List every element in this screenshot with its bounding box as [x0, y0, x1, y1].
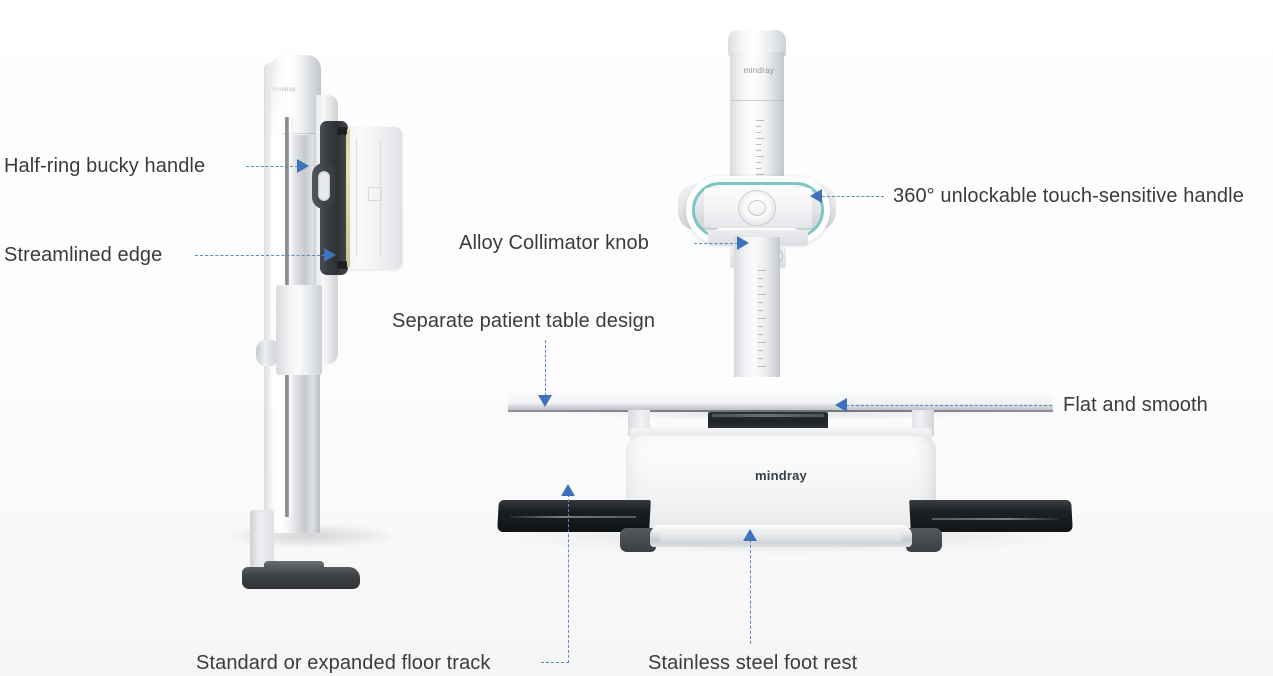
column-scale-tick [756, 168, 761, 169]
wall-stand-illustration: mindray [230, 55, 402, 589]
callout-arrow-standard-or-expanded-floor-track [561, 484, 575, 496]
detector-clip [337, 127, 347, 135]
detector-panel-mark [380, 139, 381, 257]
column-scale-tick [758, 334, 763, 335]
callout-label-half-ring-bucky-handle: Half-ring bucky handle [4, 155, 206, 177]
bucky-handle-opening [318, 171, 330, 201]
callout-label-alloy-collimator-knob: Alloy Collimator knob [459, 232, 649, 254]
bucky-tray-highlight [712, 414, 824, 417]
column-scale-tick [756, 120, 764, 121]
wall-stand-base-riser [264, 561, 324, 570]
column-scale-tick [758, 310, 763, 311]
table-base-brand-logo: mindray [755, 468, 807, 483]
floor-track-left-highlight [510, 516, 636, 518]
wall-stand-cover-seam [271, 133, 319, 134]
tube-column-cap [728, 30, 786, 56]
column-scale-tick [756, 138, 764, 139]
wall-stand-brand-logo: mindray [273, 87, 296, 93]
column-scale-tick [756, 162, 761, 163]
base-cabinet-body [626, 436, 936, 540]
patient-tabletop-front-edge [508, 404, 1053, 411]
tube-column-seam [731, 100, 783, 101]
callout-arrow-separate-patient-table-design [538, 395, 552, 407]
column-scale-tick [756, 150, 761, 151]
column-scale-tick [758, 326, 763, 327]
callout-arrow-flat-and-smooth [835, 398, 847, 412]
wall-stand-carriage [276, 285, 322, 375]
patient-tabletop-edge-line [508, 410, 1053, 412]
wall-stand-side-knob [256, 340, 276, 366]
column-scale-tick [758, 350, 763, 351]
column-scale-tick [758, 294, 766, 295]
column-scale-tick [756, 126, 761, 127]
column-scale-tick [758, 302, 763, 303]
foot-rest-inner-bar [660, 532, 902, 542]
callout-label-touch-sensitive-handle: 360° unlockable touch-sensitive handle [893, 185, 1244, 207]
floor-track-right-highlight [932, 518, 1058, 520]
column-scale-tick [758, 270, 766, 271]
detector-panel-crosshair [368, 187, 382, 201]
column-scale-tick [758, 366, 766, 367]
column-scale-tick [756, 174, 764, 175]
column-scale-tick [758, 286, 763, 287]
patient-tabletop-surface [507, 377, 1054, 408]
callout-leader-stainless-steel-foot-rest [750, 540, 751, 644]
callout-arrow-streamlined-edge [324, 248, 336, 262]
collimator-dial-center [748, 200, 766, 216]
column-scale-tick [758, 342, 766, 343]
detector-back-panel [344, 127, 402, 269]
callout-label-stainless-steel-foot-rest: Stainless steel foot rest [648, 652, 858, 674]
callout-arrow-touch-sensitive-handle [810, 189, 822, 203]
column-scale-tick [756, 156, 764, 157]
callout-leader-standard-or-expanded-floor-track-h [541, 662, 569, 663]
column-scale-tick [756, 144, 761, 145]
callout-label-separate-patient-table-design: Separate patient table design [392, 310, 656, 332]
callout-label-standard-or-expanded-floor-track: Standard or expanded floor track [196, 652, 491, 674]
callout-label-streamlined-edge: Streamlined edge [4, 244, 163, 266]
column-scale-tick [758, 318, 766, 319]
callout-arrow-alloy-collimator-knob [737, 236, 749, 250]
callout-arrow-half-ring-bucky-handle [297, 159, 309, 173]
column-scale-tick [758, 358, 763, 359]
detector-edge-strip [346, 129, 350, 267]
wall-stand-base-plate [242, 567, 360, 589]
column-scale-tick [756, 132, 761, 133]
base-foot-right [906, 528, 942, 552]
detector-panel-mark [356, 139, 357, 257]
radiography-table-illustration: mindray [480, 22, 1080, 554]
detector-clip [337, 261, 347, 269]
callout-arrow-stainless-steel-foot-rest [743, 529, 757, 541]
column-scale-tick [758, 278, 763, 279]
callout-label-flat-and-smooth: Flat and smooth [1063, 394, 1208, 416]
tube-column-brand-logo: mindray [743, 66, 775, 75]
